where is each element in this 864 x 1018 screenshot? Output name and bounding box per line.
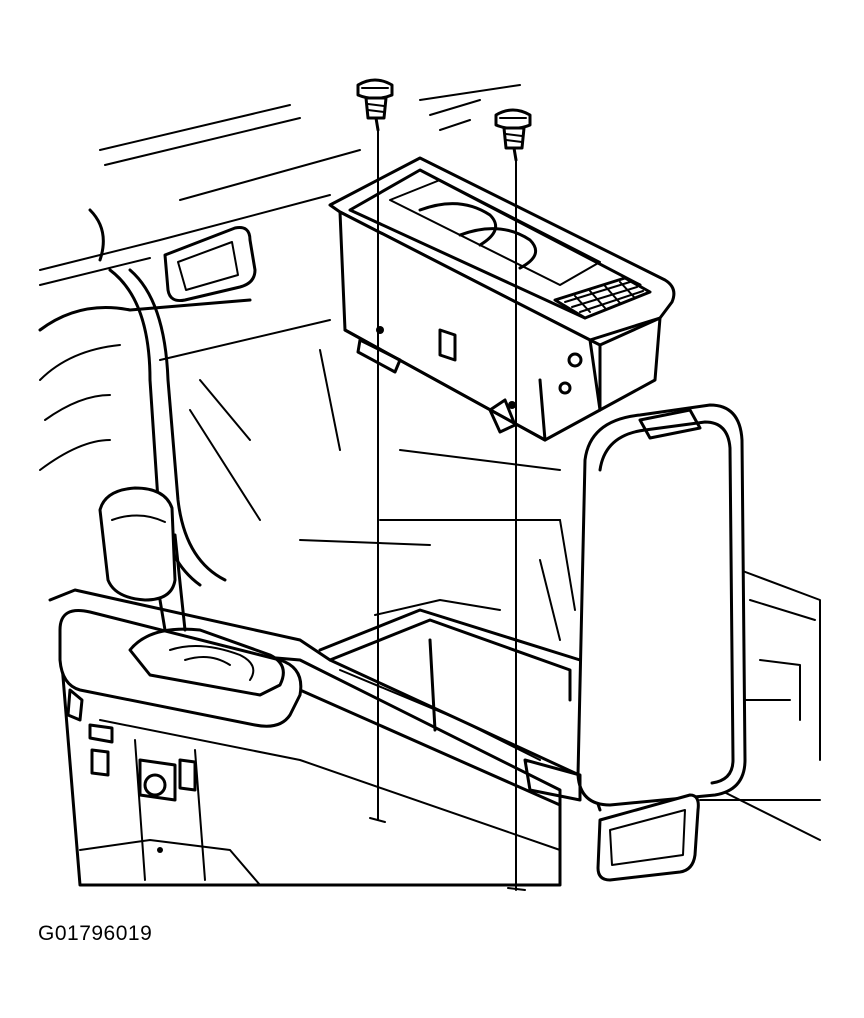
screw-left xyxy=(356,78,394,132)
pillar-trim xyxy=(108,268,227,587)
armrest xyxy=(523,403,747,882)
exploded-view-diagram xyxy=(38,78,821,891)
screw-right xyxy=(494,108,532,162)
storage-tray xyxy=(328,156,676,442)
dashboard-background xyxy=(38,84,576,641)
figure-id-label: G01796019 xyxy=(38,922,153,945)
right-trim xyxy=(699,569,821,841)
dash-vent xyxy=(163,226,257,302)
alignment-lines xyxy=(369,129,526,891)
shift-lever xyxy=(58,486,303,728)
